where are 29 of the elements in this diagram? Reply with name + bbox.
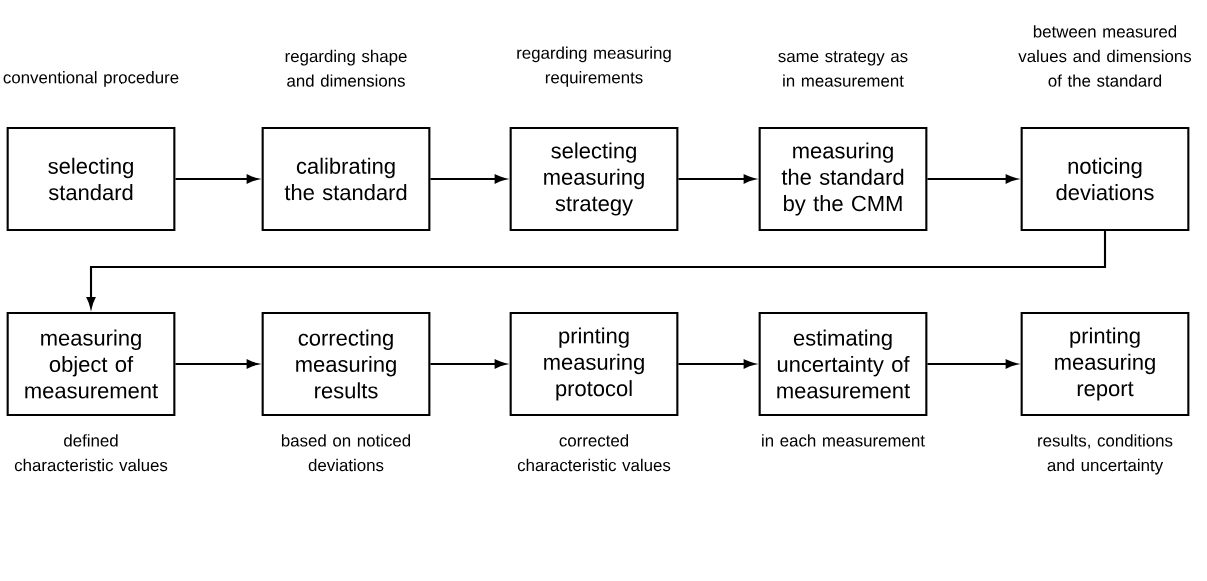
annotation-text: in each measurement <box>762 434 925 447</box>
process-box: printing measuring protocol <box>509 311 679 417</box>
process-box: measuring object of measurement <box>6 311 176 417</box>
arrow <box>927 359 1017 369</box>
process-box: correcting measuring results <box>261 311 431 417</box>
annotation-text: conventional procedure <box>3 71 179 87</box>
annotation-text: based on noticed deviations <box>281 434 411 472</box>
arrow <box>175 174 258 184</box>
annotation-text: between measured values and dimensions of the standard <box>1018 25 1192 87</box>
arrow <box>430 359 506 369</box>
annotation-text: results, conditions and uncertainty <box>1038 434 1173 475</box>
process-box: calibrating the standard <box>261 126 431 232</box>
arrow <box>86 231 1107 309</box>
process-box: selecting measuring strategy <box>509 126 679 232</box>
annotation-text: defined characteristic values <box>14 434 168 472</box>
arrow <box>175 359 258 369</box>
process-box: noticing deviations <box>1020 126 1190 232</box>
arrow <box>678 359 755 369</box>
process-box: selecting standard <box>6 126 176 232</box>
arrow <box>430 174 506 184</box>
arrow <box>927 174 1017 184</box>
annotation-text: corrected characteristic values <box>517 434 671 472</box>
process-box: estimating uncertainty of measurement <box>758 311 928 417</box>
annotation-text: regarding measuring requirements <box>517 46 671 87</box>
arrow <box>678 174 755 184</box>
annotation-text: same strategy as in measurement <box>778 51 908 87</box>
process-box: printing measuring report <box>1020 311 1190 417</box>
annotation-text: regarding shape and dimensions <box>285 49 407 87</box>
process-box: measuring the standard by the CMM <box>758 126 928 232</box>
